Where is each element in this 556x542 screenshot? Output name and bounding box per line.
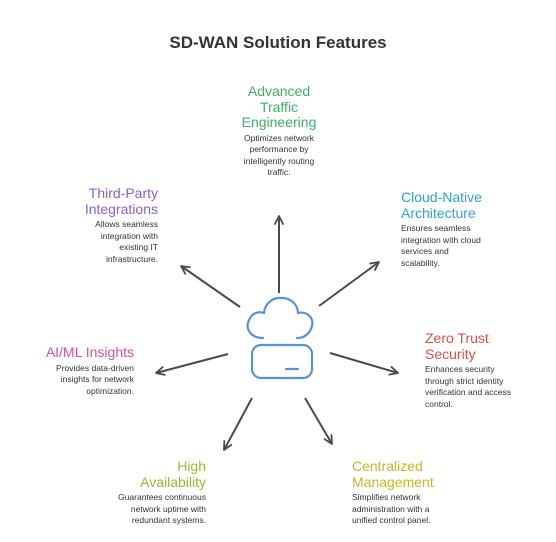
arrow-to-availability — [223, 397, 253, 451]
feature-high-availability: High Availability Guarantees continuous … — [56, 458, 206, 527]
feature-cloud-native-title: Cloud-Native Architecture — [401, 189, 482, 221]
feature-zero-trust-title: Zero Trust Security — [425, 330, 489, 362]
feature-aiml-insights: AI/ML Insights Provides data-driven insi… — [4, 344, 134, 397]
feature-high-availability-title: High Availability — [140, 458, 206, 490]
feature-centralized-management-title: Centralized Management — [352, 458, 434, 490]
feature-aiml-insights-desc: Provides data-driven insights for networ… — [56, 362, 134, 396]
feature-cloud-native-desc: Ensures seamless integration with cloud … — [401, 223, 481, 268]
arrow-to-zerotrust — [329, 352, 399, 376]
feature-high-availability-desc: Guarantees continuous network uptime wit… — [118, 492, 206, 525]
arrow-to-management — [304, 397, 333, 445]
feature-zero-trust-desc: Enhances security through strict identit… — [425, 364, 511, 409]
feature-third-party-title: Third-Party Integrations — [84, 185, 158, 217]
feature-aiml-insights-title: AI/ML Insights — [45, 344, 134, 360]
arrow-to-aiml — [155, 353, 229, 376]
feature-centralized-management: Centralized Management Simplifies networ… — [352, 458, 502, 527]
feature-third-party: Third-Party Integrations Allows seamless… — [20, 185, 158, 265]
feature-centralized-management-desc: Simplifies network administration with a… — [352, 492, 431, 525]
feature-traffic-engineering-title: Advanced Traffic Engineering — [241, 83, 317, 130]
feature-traffic-engineering: Advanced Traffic Engineering Optimizes n… — [204, 83, 354, 179]
cloud-server-icon — [246, 296, 314, 380]
feature-traffic-engineering-desc: Optimizes network performance by intelli… — [243, 132, 315, 178]
feature-third-party-desc: Allows seamless integration with existin… — [95, 219, 158, 264]
diagram-title: SD-WAN Solution Features — [169, 33, 387, 52]
feature-zero-trust: Zero Trust Security Enhances security th… — [425, 330, 550, 410]
arrow-to-cloud — [318, 261, 380, 307]
feature-cloud-native: Cloud-Native Architecture Ensures seamle… — [401, 189, 541, 269]
arrow-to-thirdparty — [180, 265, 241, 308]
